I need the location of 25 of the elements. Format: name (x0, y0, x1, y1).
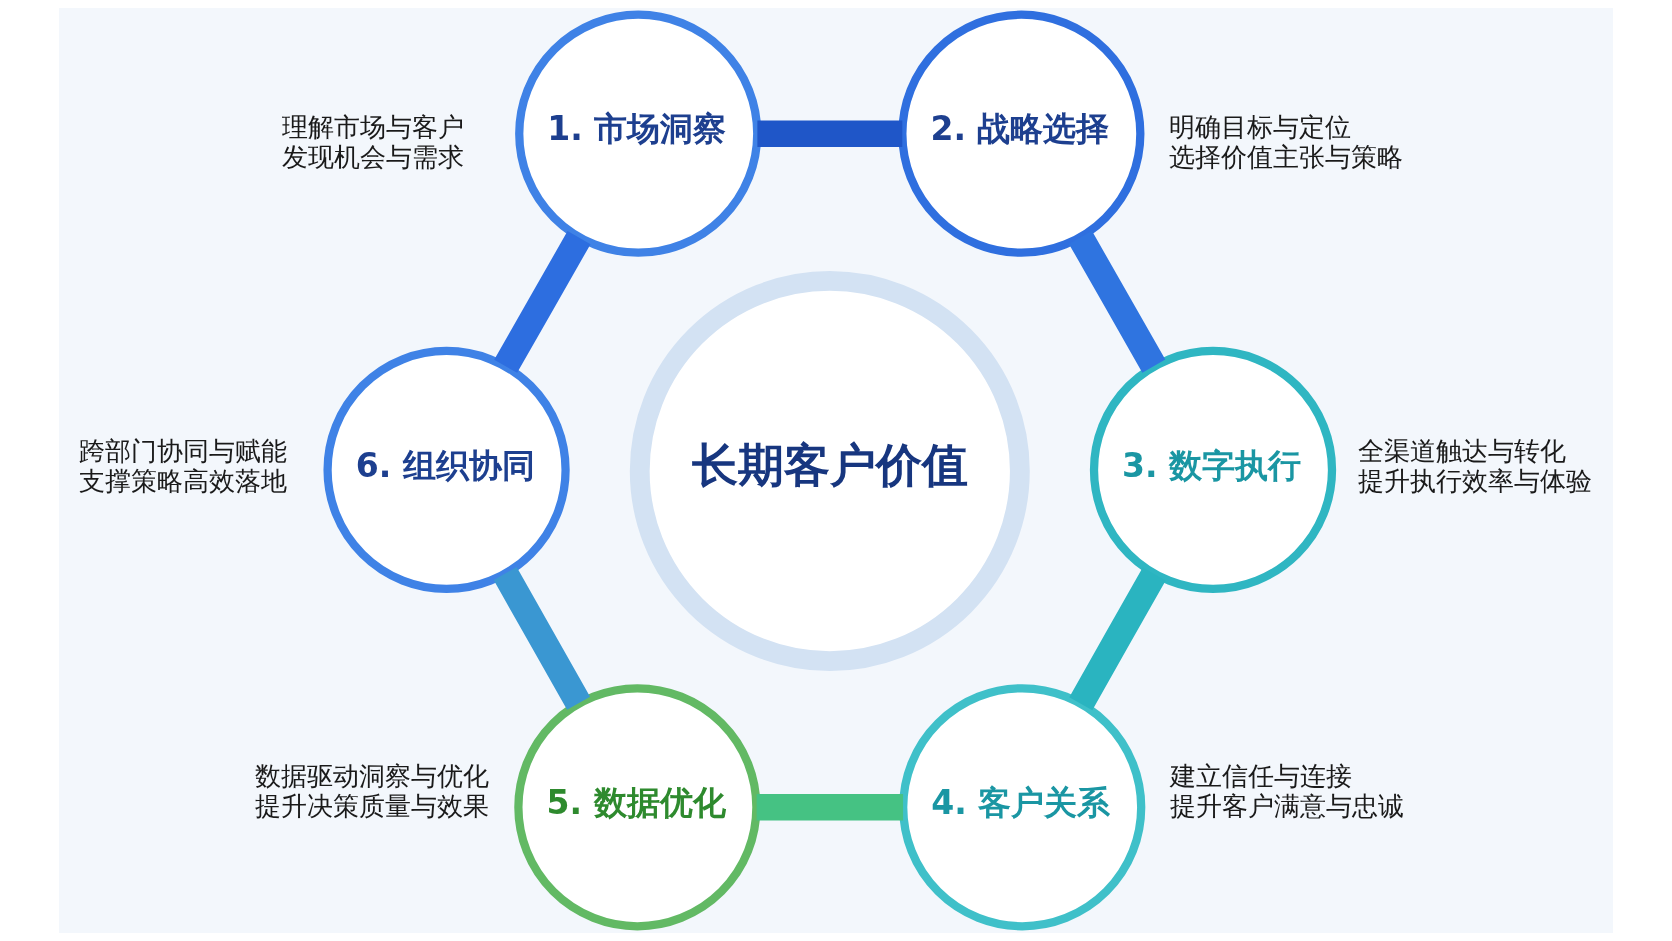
connector (756, 794, 904, 821)
node-label: 全渠道触达与转化 (1358, 435, 1567, 467)
connector (757, 120, 903, 147)
node-label: 提升执行效率与体验 (1358, 464, 1593, 496)
connector (493, 567, 591, 710)
node-circle: 4. 客户关系 (899, 684, 1146, 931)
node-circle: 1. 市场洞察 (515, 10, 762, 257)
node-label: 支撑策略高效落地 (78, 464, 287, 496)
node-label: 跨部门协同与赋能 (78, 434, 287, 466)
node-label: 选择价值主张与策略 (1168, 141, 1403, 173)
node-circle: 3. 数字执行 (1089, 346, 1337, 594)
connector (1068, 230, 1166, 373)
connector (1069, 567, 1166, 711)
node-label: 明确目标与定位 (1168, 111, 1351, 143)
node-circle: 5. 数据优化 (514, 684, 761, 931)
node-circle: 2. 战略选择 (898, 10, 1145, 257)
node-circle: 6. 组织协同 (323, 346, 570, 594)
node-label: 建立信任与连接 (1169, 760, 1352, 792)
node-label: 数据驱动洞察与优化 (255, 760, 490, 792)
node-label: 提升决策质量与效果 (255, 789, 490, 821)
node-label: 理解市场与客户 (282, 111, 465, 143)
node-label: 提升客户满意与忠诚 (1169, 789, 1404, 821)
connector (494, 231, 591, 373)
node-label: 发现机会与需求 (282, 141, 465, 173)
node-circle: 长期客户价值 (629, 271, 1030, 671)
